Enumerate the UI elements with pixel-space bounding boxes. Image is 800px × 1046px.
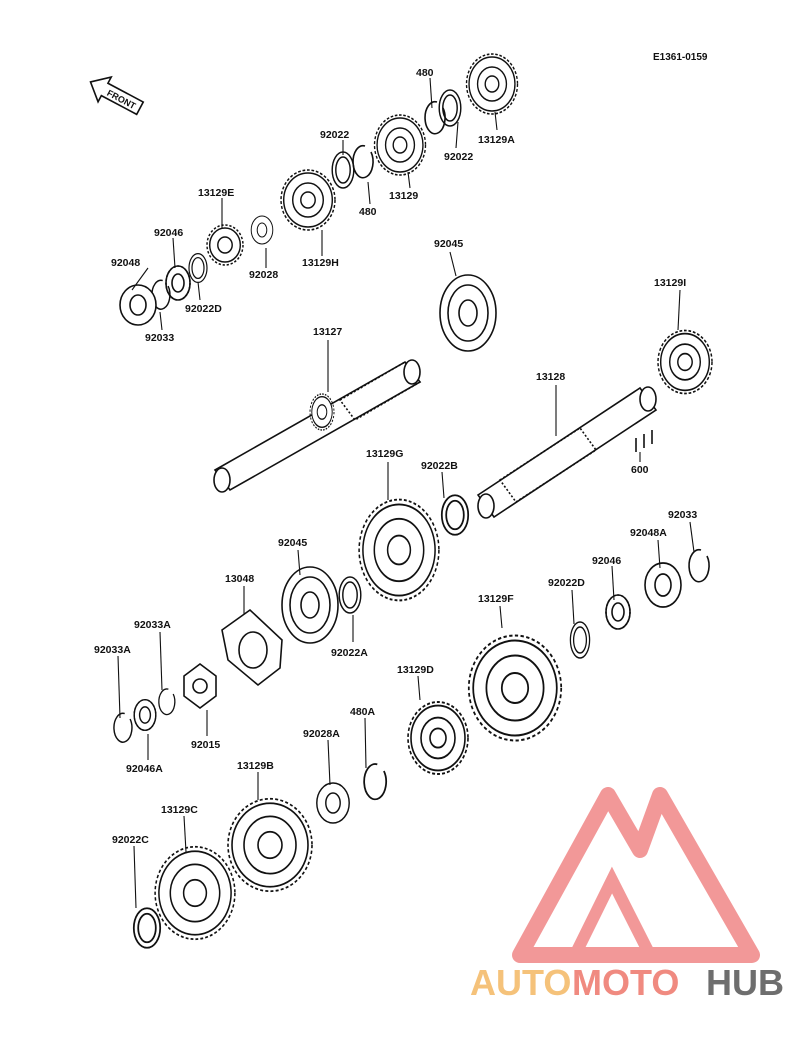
label-92028: 92028 [249,269,278,281]
label-13129I: 13129I [654,277,686,289]
label-13129G: 13129G [366,448,403,460]
label-92046-left: 92046 [154,227,183,239]
label-13048: 13048 [225,573,254,585]
bushing-92028 [250,215,274,245]
gear-13129E [206,224,244,266]
gear-13129F [467,634,563,742]
automotohub-logo-icon [512,787,760,963]
nut-92015 [183,663,217,709]
needle-bearing-92046A [133,698,157,732]
needle-bearing-92046-right [605,594,631,630]
label-600: 600 [631,464,649,476]
label-92048A: 92048A [630,527,667,539]
gear-13129H [280,169,336,231]
label-92022D-right: 92022D [548,577,585,589]
leader-lines [117,77,695,909]
gear-13129C [154,845,236,941]
gear-13129D [407,701,469,775]
label-92022C: 92022C [112,834,149,846]
gear-13129A [465,53,519,115]
collar-92048A [644,562,682,608]
gear-13129I [657,329,713,395]
label-480A: 480A [350,706,376,718]
label-92028A: 92028A [303,728,340,740]
circlip-92033A-left [113,712,133,743]
label-92022A: 92022A [331,647,368,659]
label-92033-right: 92033 [668,509,697,521]
watermark-hub: HUB [706,962,784,1003]
shaft-13127 [213,359,422,493]
collar-92048 [119,284,157,326]
washer-92022D-upper [188,252,208,284]
label-92022B: 92022B [421,460,458,472]
gear-13129 [373,114,427,176]
bushing-92028A [315,782,351,824]
label-92022-top: 92022 [320,129,349,141]
label-13127: 13127 [313,326,342,338]
label-92015: 92015 [191,739,220,751]
automotohub-watermark: AUTO MOTO HUB [470,787,784,1003]
label-92022D-left: 92022D [185,303,222,315]
label-92048: 92048 [111,257,140,269]
label-13129D: 13129D [397,664,434,676]
washer-92022A [338,576,362,614]
label-13129F: 13129F [478,593,514,605]
label-92022-right: 92022 [444,151,473,163]
ball-bearing-92045-upper [439,274,497,352]
label-13129E: 13129E [198,187,234,199]
circlip-92033A-right [158,688,176,716]
circlip-480-upper [424,100,446,135]
label-13129C: 13129C [161,804,198,816]
gear-13129B [227,797,313,893]
label-92033A-lower: 92033A [94,644,131,656]
washer-92022-lower [331,151,355,189]
label-13129A: 13129A [478,134,515,146]
washer-92022C [132,907,162,949]
watermark-moto: MOTO [572,962,679,1003]
label-13128: 13128 [536,371,565,383]
pin-600 [635,430,653,452]
washer-92022B [440,494,470,536]
label-92046-right: 92046 [592,555,621,567]
label-13129: 13129 [389,190,418,202]
shaft-13128 [476,386,658,519]
part-labels: 480 13129A 92022 92022 13129 480 13129E … [94,67,697,846]
circlip-480-lower [352,144,374,179]
front-arrow-icon: FRONT [89,75,145,116]
label-92033-left: 92033 [145,332,174,344]
washer-92022D-right [569,621,591,659]
label-13129H: 13129H [302,257,339,269]
ball-bearing-92045-lower [281,566,339,644]
label-92046A: 92046A [126,763,163,775]
label-480-mid: 480 [359,206,377,218]
washer-92022-upper [438,89,462,127]
dog-13048 [221,608,283,687]
label-92033A-upper: 92033A [134,619,171,631]
gear-13129G [358,498,440,602]
label-13129B: 13129B [237,760,274,772]
circlip-92033-right [688,548,710,583]
label-92045-mid: 92045 [278,537,307,549]
label-92045-top: 92045 [434,238,463,250]
label-480-top: 480 [416,67,434,79]
reference-code: E1361-0159 [653,52,708,63]
watermark-auto: AUTO [470,962,571,1003]
circlip-480A [363,763,388,801]
